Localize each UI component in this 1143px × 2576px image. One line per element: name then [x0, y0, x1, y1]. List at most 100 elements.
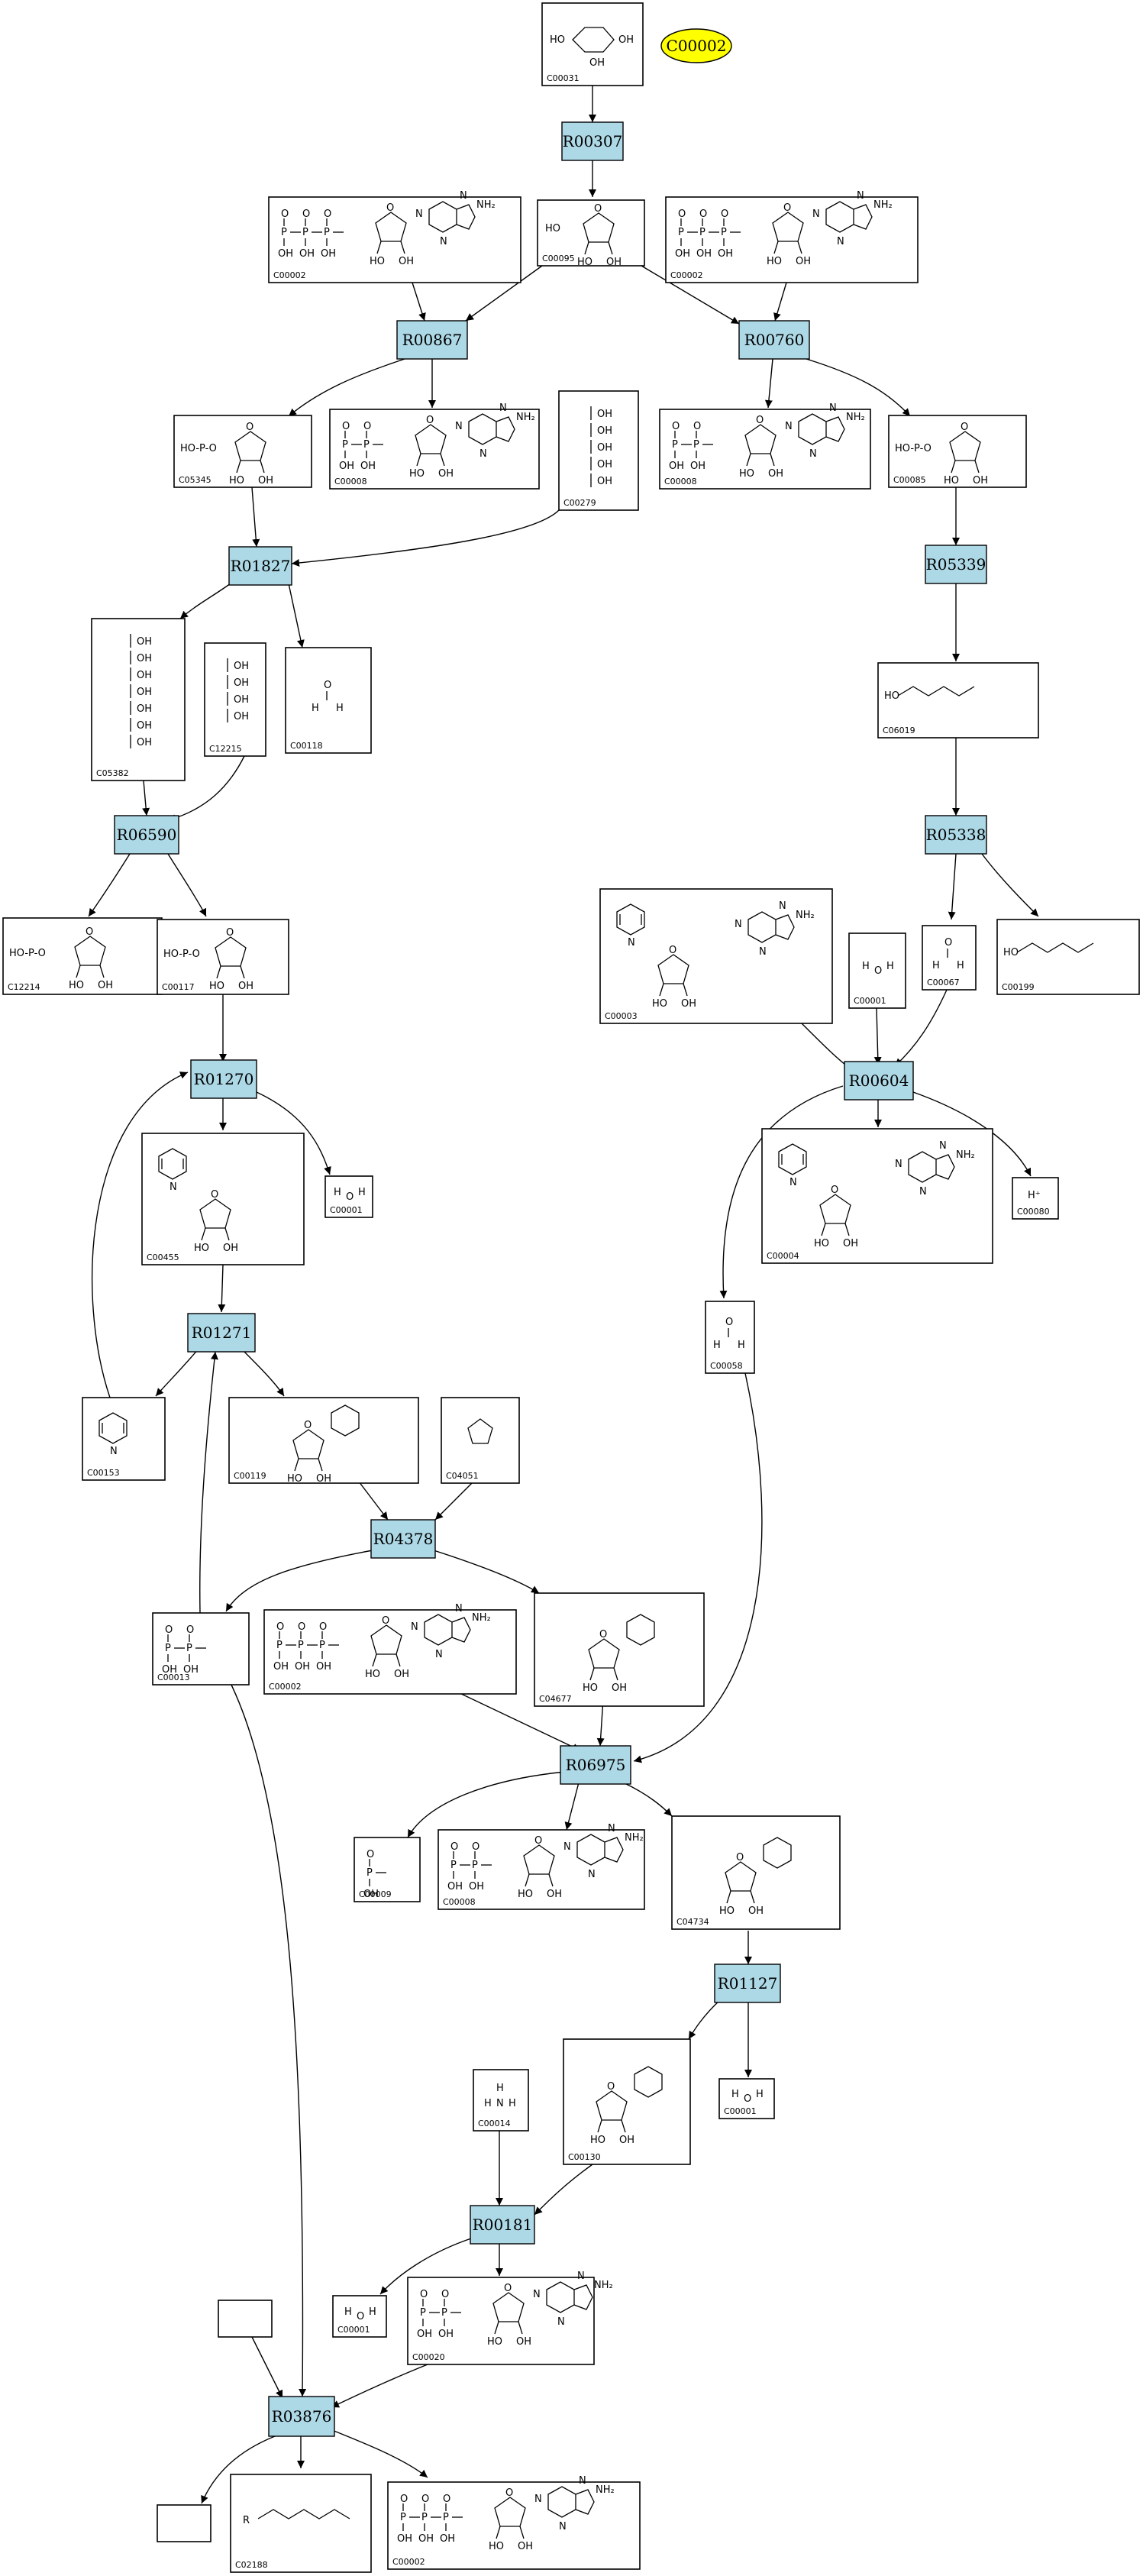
compound-id: C00008 [334, 477, 367, 486]
reaction-node-r00307[interactable]: R00307 [561, 121, 624, 161]
svg-text:OH: OH [137, 720, 152, 732]
compound-id: C00008 [664, 477, 697, 486]
compound-node-c04734[interactable]: C04734 [671, 1815, 841, 1930]
reaction-label: R04378 [373, 1530, 434, 1548]
reaction-node-r04378[interactable]: R04378 [370, 1519, 436, 1559]
reaction-node-r00181[interactable]: R00181 [470, 2205, 535, 2245]
reaction-node-r01127[interactable]: R01127 [714, 1964, 781, 2003]
svg-text:O: O [363, 421, 371, 432]
reaction-node-r00867[interactable]: R00867 [396, 320, 468, 360]
svg-text:H: H [731, 2089, 739, 2100]
compound-node-c00130[interactable]: C00130 [563, 2038, 691, 2165]
compound-node-c00003[interactable]: C00003 [599, 888, 833, 1024]
svg-text:H: H [344, 2306, 352, 2318]
compound-node-c04051[interactable]: C04051 [441, 1397, 520, 1484]
svg-text:O: O [366, 1849, 374, 1860]
svg-text:HO: HO [550, 34, 565, 46]
svg-text:OH: OH [234, 677, 249, 689]
reaction-node-r06975[interactable]: R06975 [560, 1745, 631, 1785]
reaction-label: R05339 [926, 555, 986, 574]
svg-text:H: H [334, 1187, 341, 1198]
svg-text:OH: OH [234, 694, 249, 706]
compound-id: C00002 [392, 2557, 425, 2567]
compound-id: C00020 [412, 2352, 445, 2362]
reaction-label: R00604 [849, 1071, 909, 1090]
svg-text:P: P [450, 1860, 457, 1871]
svg-text:OH: OH [137, 670, 152, 681]
compound-node-c00153[interactable]: C00153 [82, 1397, 166, 1481]
reaction-node-r05339[interactable]: R05339 [925, 545, 987, 584]
compound-id: C00455 [147, 1252, 179, 1262]
svg-text:OH: OH [597, 459, 612, 470]
svg-text:OH: OH [597, 476, 612, 487]
compound-node-c00119[interactable]: C00119 [228, 1397, 419, 1485]
structure-drawing: R [243, 2509, 350, 2526]
svg-text:O: O [302, 208, 310, 220]
reaction-node-r01271[interactable]: R01271 [187, 1313, 256, 1353]
reaction-node-r00604[interactable]: R00604 [844, 1061, 914, 1101]
svg-text:OH: OH [137, 703, 152, 715]
highlight-cofactor[interactable]: C00002 [660, 28, 732, 63]
svg-text:OH: OH [669, 461, 684, 472]
reaction-node-r06590[interactable]: R06590 [114, 815, 179, 855]
svg-text:O: O [298, 1621, 305, 1633]
reaction-node-r05338[interactable]: R05338 [925, 815, 987, 855]
reaction-node-r00760[interactable]: R00760 [738, 320, 810, 360]
reaction-label: R01271 [192, 1324, 252, 1342]
structure-drawing: HO-P-O [9, 926, 114, 992]
reaction-node-r03876[interactable]: R03876 [268, 2396, 335, 2437]
compound-node-c04677[interactable]: C04677 [534, 1592, 705, 1707]
compound-node-empty[interactable] [157, 2504, 211, 2542]
compound-id: C00095 [542, 254, 575, 263]
compound-node-c00455[interactable]: C00455 [141, 1133, 305, 1265]
svg-text:OH: OH [360, 461, 376, 472]
compound-node-empty[interactable] [218, 2300, 273, 2338]
compound-node-c00080[interactable]: H⁺C00080 [1012, 1177, 1059, 1220]
compound-id: C12215 [209, 744, 242, 754]
svg-text:P: P [319, 1640, 325, 1651]
svg-text:OH: OH [137, 653, 152, 664]
reaction-node-r01827[interactable]: R01827 [228, 546, 292, 586]
compound-node-c00004[interactable]: C00004 [761, 1128, 993, 1264]
compound-id: C00013 [157, 1673, 190, 1682]
reaction-node-r01270[interactable]: R01270 [190, 1059, 257, 1099]
reaction-label: R00760 [744, 331, 805, 349]
svg-text:OH: OH [718, 248, 733, 260]
svg-text:OH: OH [339, 461, 354, 472]
svg-text:O: O [441, 2289, 449, 2300]
structure-drawing: HO [1003, 942, 1094, 958]
